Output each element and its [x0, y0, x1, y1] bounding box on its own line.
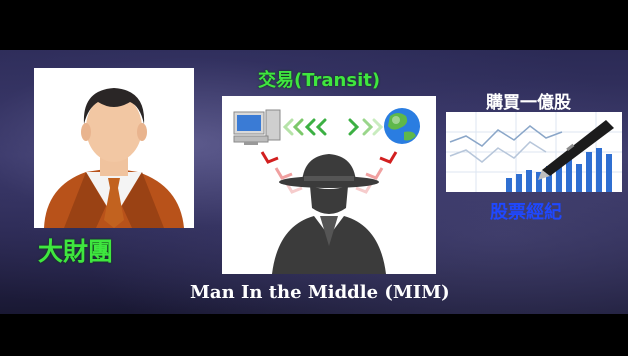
transit-label: 交易(Transit) [258, 70, 381, 91]
businessman-panel [34, 68, 194, 228]
rich-group-label: 大財團 [38, 237, 114, 266]
stock-panel [446, 112, 622, 192]
stock-chart-icon [446, 112, 622, 192]
globe-icon [384, 108, 420, 144]
buy-shares-label: 購買一億股 [486, 93, 571, 113]
pen-icon [538, 120, 614, 180]
mim-label: Man In the Middle (MIM) [190, 282, 450, 303]
mim-panel [222, 96, 436, 274]
spy-icon [272, 154, 386, 274]
computer-icon [233, 109, 281, 145]
transit-arrows [282, 118, 384, 136]
businessman-icon [44, 88, 184, 228]
broker-label: 股票經紀 [490, 202, 562, 223]
